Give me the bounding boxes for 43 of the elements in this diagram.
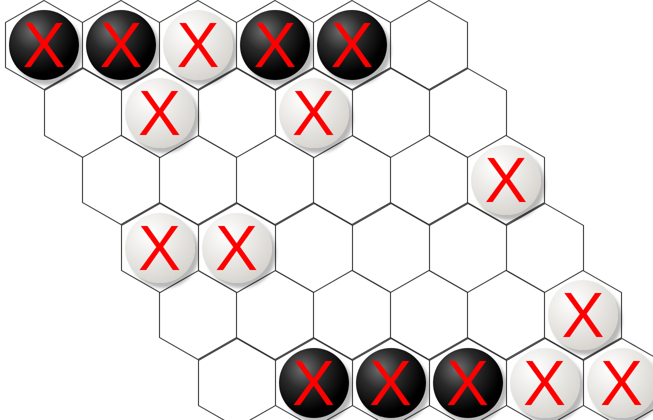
cross-mark-text: X — [484, 148, 528, 212]
hex-cell — [236, 135, 314, 225]
hex-cell — [198, 338, 276, 420]
cross-mark-text: X — [292, 350, 335, 414]
hex-cell — [198, 68, 276, 158]
cross-mark-text: X — [369, 350, 412, 414]
hex-cell — [352, 68, 430, 158]
cross-mark-text: X — [446, 350, 489, 414]
hex-cell — [390, 0, 468, 90]
hex-cell — [390, 270, 468, 360]
hex-cell — [582, 338, 653, 420]
hex-cell — [44, 68, 122, 158]
hex-cell — [120, 202, 198, 292]
hex-cell — [428, 68, 506, 158]
cross-mark-text: X — [523, 350, 566, 414]
hex-cell — [5, 0, 83, 90]
hex-cell — [159, 135, 237, 225]
hex-cell — [313, 135, 391, 225]
hex-cell — [506, 202, 584, 292]
cross-mark-text: X — [254, 13, 296, 77]
cross-mark-text: X — [176, 13, 220, 77]
hex-cell — [352, 202, 430, 292]
hex-cell — [274, 338, 352, 420]
cross-mark-text: X — [292, 80, 335, 144]
hex-cell — [236, 270, 314, 360]
hex-cell — [313, 270, 391, 360]
cross-mark-text: X — [600, 350, 643, 414]
hex-cell — [159, 270, 237, 360]
hex-cell — [390, 135, 468, 225]
hex-cell — [428, 338, 506, 420]
cross-mark-text: X — [138, 216, 181, 280]
hex-cell — [352, 338, 430, 420]
cross-mark-text: X — [138, 80, 181, 144]
hex-cell — [428, 202, 506, 292]
cross-mark-text: X — [562, 283, 604, 347]
hex-cell — [82, 135, 160, 225]
cross-mark-text: X — [330, 13, 374, 77]
hex-cell — [467, 270, 545, 360]
cross-mark-text: X — [215, 216, 258, 280]
cross-mark-text: X — [22, 13, 66, 77]
hex-cell — [274, 202, 352, 292]
hex-cell — [506, 338, 584, 420]
cross-mark-text: X — [100, 13, 142, 77]
